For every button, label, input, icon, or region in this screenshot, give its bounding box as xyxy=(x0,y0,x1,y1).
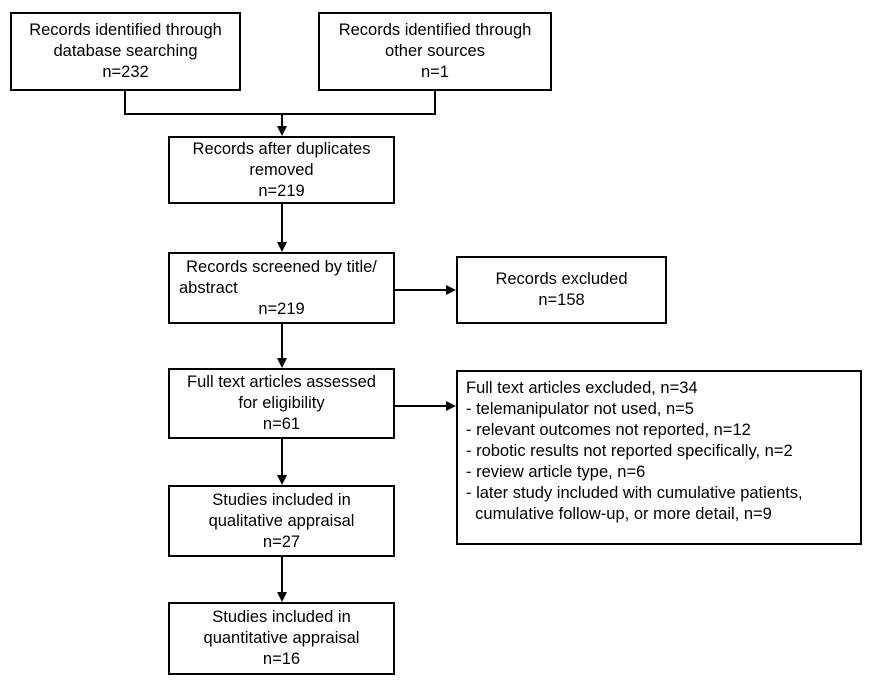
box-line: Studies included in xyxy=(212,490,351,509)
exclusion-reason: - review article type, n=6 xyxy=(466,463,646,481)
box-line: Records excluded xyxy=(495,270,628,288)
box-line: removed xyxy=(249,160,314,179)
arrow-to-duplicates-head xyxy=(277,126,287,136)
box-identified-other-sources: Records identified through other sources… xyxy=(318,12,552,91)
box-qualitative-appraisal: Studies included in qualitative appraisa… xyxy=(168,485,395,557)
box-full-text-excluded: Full text articles excluded, n=34 - tele… xyxy=(456,370,862,545)
box-line: for eligibility xyxy=(238,394,325,412)
box-quantitative-appraisal: Studies included in quantitative apprais… xyxy=(168,602,395,675)
box-line: database searching xyxy=(53,42,198,60)
box-line: Full text articles assessed xyxy=(187,373,376,391)
box-line: Records identified through xyxy=(29,21,222,39)
box-count: n=16 xyxy=(262,650,301,668)
box-count: n=232 xyxy=(102,63,149,81)
arrow-to-excluded-head xyxy=(446,285,456,295)
box-identified-database: Records identified through database sear… xyxy=(10,12,241,91)
box-count: n=158 xyxy=(538,291,585,309)
arrow-to-fulltext-head xyxy=(277,358,287,368)
exclusion-reason-continued: cumulative follow-up, or more detail, n=… xyxy=(466,505,772,523)
exclusion-header: Full text articles excluded, n=34 xyxy=(466,379,698,397)
box-line: other sources xyxy=(385,42,485,60)
box-full-text-assessed: Full text articles assessed for eligibil… xyxy=(168,368,395,439)
box-line: qualitative appraisal xyxy=(208,511,355,530)
box-line: Records identified through xyxy=(338,21,532,39)
box-line: Records after duplicates xyxy=(192,139,371,158)
box-count: n=1 xyxy=(421,63,449,81)
box-line: Studies included in xyxy=(212,608,351,626)
exclusion-reason: - telemanipulator not used, n=5 xyxy=(466,400,694,418)
exclusion-reason: - relevant outcomes not reported, n=12 xyxy=(466,421,751,439)
box-after-duplicates: Records after duplicates removed n=219 xyxy=(168,136,395,204)
merge-connector xyxy=(124,91,436,115)
box-line: Records screened by title/ xyxy=(186,257,377,276)
box-count: n=219 xyxy=(258,181,305,200)
arrow-to-screened-head xyxy=(277,242,287,252)
box-line: abstract xyxy=(179,278,238,297)
box-records-excluded: Records excluded n=158 xyxy=(456,256,667,324)
box-screened: Records screened by title/ abstract n=21… xyxy=(168,252,395,324)
arrow-to-quantitative-head xyxy=(277,592,287,602)
arrow-to-qualitative-head xyxy=(277,475,287,485)
exclusion-reason: - robotic results not reported specifica… xyxy=(466,442,793,460)
arrow-to-fulltext-excluded-head xyxy=(446,401,456,411)
box-count: n=219 xyxy=(258,299,305,318)
box-count: n=27 xyxy=(262,532,301,551)
box-count: n=61 xyxy=(262,415,301,433)
exclusion-reason: - later study included with cumulative p… xyxy=(466,484,803,502)
box-line: quantitative appraisal xyxy=(203,629,360,647)
